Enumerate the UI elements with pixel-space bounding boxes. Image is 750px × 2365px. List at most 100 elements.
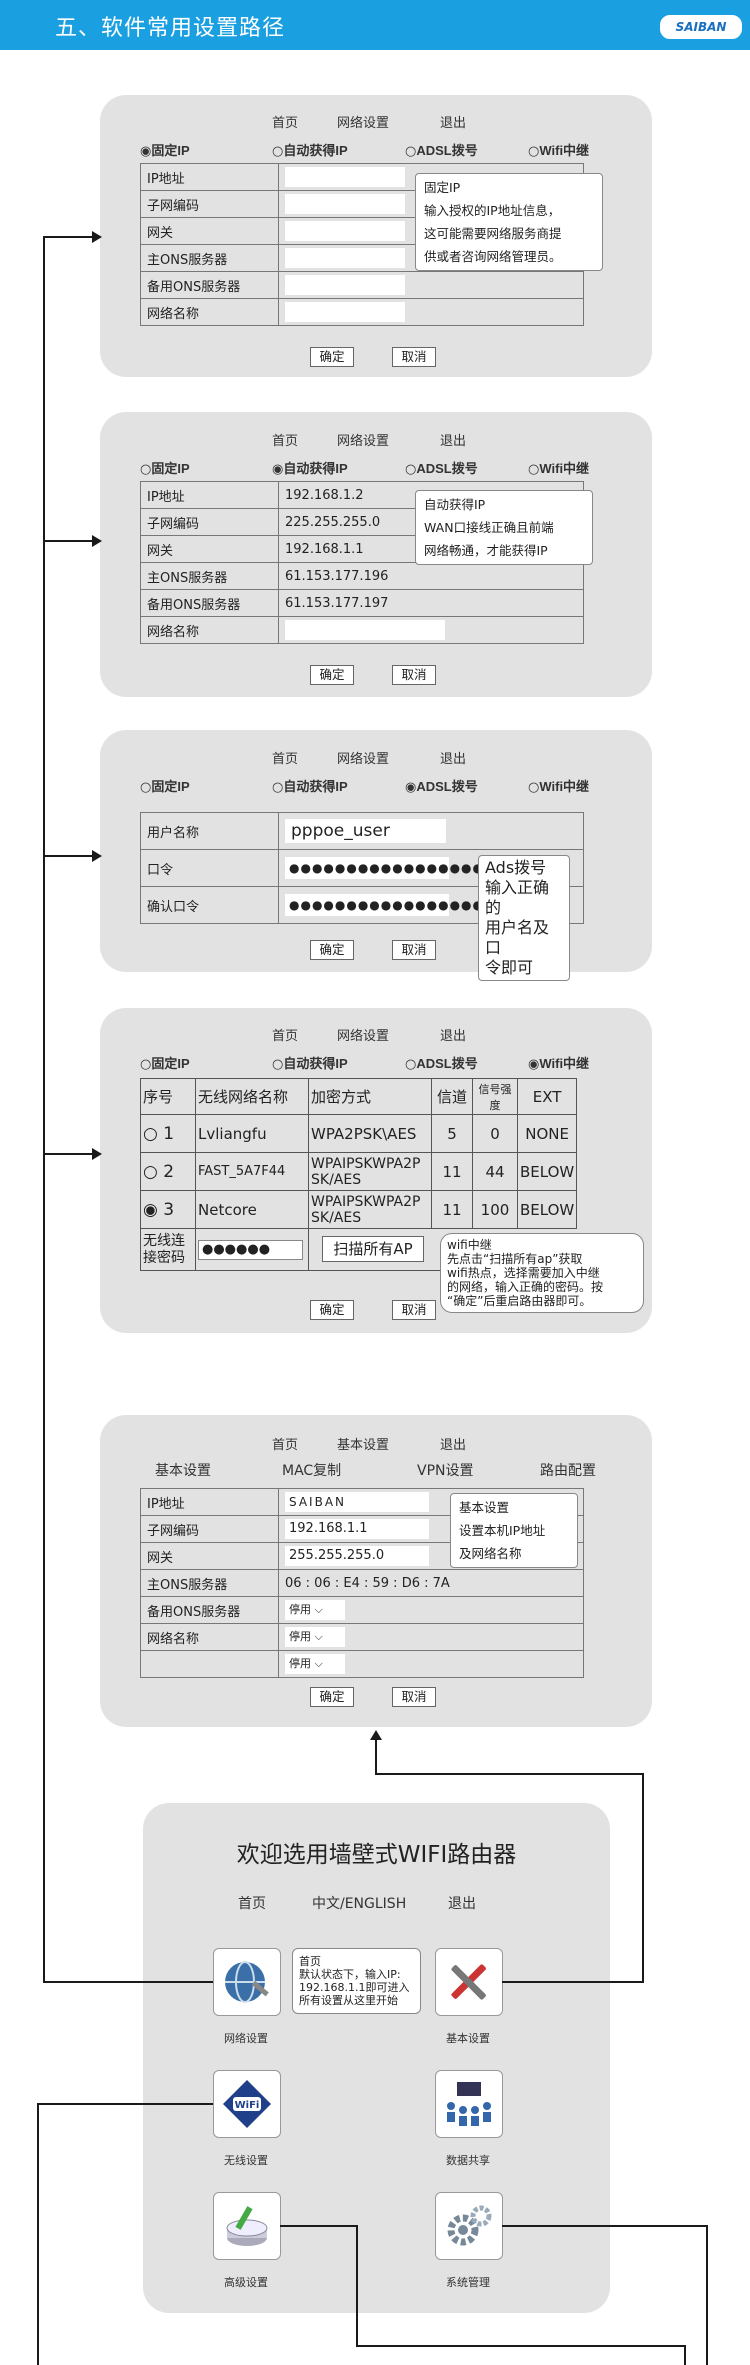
row-radio[interactable]: ○ 1: [140, 1114, 196, 1153]
radio-static[interactable]: ○固定IP: [140, 1056, 190, 1072]
gears-icon: [447, 2205, 492, 2246]
radio-static[interactable]: ○固定IP: [140, 461, 190, 477]
nav-home[interactable]: 首页: [272, 116, 299, 131]
dns1-value: 61.153.177.196: [278, 562, 584, 590]
col-encryption: 加密方式: [308, 1078, 432, 1115]
radio-static[interactable]: ◉固定IP: [140, 143, 190, 159]
wifi-password-input[interactable]: ●●●●●●: [198, 1240, 303, 1260]
label-ip: IP地址: [140, 163, 279, 191]
row-radio[interactable]: ◉ 3: [140, 1190, 196, 1229]
radio-dhcp[interactable]: ○自动获得IP: [272, 779, 348, 795]
nav-network[interactable]: 网络设置: [337, 116, 390, 131]
netname-input[interactable]: [285, 620, 445, 640]
ip-input[interactable]: [285, 167, 405, 187]
mask-input[interactable]: 192.168.1.1: [285, 1519, 429, 1539]
nav-exit[interactable]: 退出: [440, 752, 467, 767]
radio-adsl[interactable]: ○ADSL拨号: [405, 461, 478, 477]
cancel-button[interactable]: 取消: [392, 1300, 436, 1320]
data-share-label: 数据共享: [446, 2154, 490, 2167]
radio-static[interactable]: ○固定IP: [140, 779, 190, 795]
tab-basic[interactable]: 基本设置: [155, 1463, 211, 1479]
radio-adsl[interactable]: ○ADSL拨号: [405, 1056, 478, 1072]
row-ext: NONE: [516, 1114, 578, 1153]
row-ssid: FAST_5A7F44: [195, 1152, 309, 1191]
radio-dhcp[interactable]: ○自动获得IP: [272, 1056, 348, 1072]
radio-wifi[interactable]: ○Wifi中继: [528, 461, 590, 477]
label-password: 口令: [140, 849, 279, 887]
nav-network[interactable]: 网络设置: [337, 434, 390, 449]
password-input[interactable]: ●●●●●●●●●●●●●●●●●: [285, 857, 483, 879]
radio-wifi[interactable]: ○Wifi中继: [528, 779, 590, 795]
data-share-button[interactable]: [435, 2070, 503, 2138]
basic-settings-button[interactable]: [435, 1948, 503, 2016]
nav-home[interactable]: 首页: [238, 1896, 266, 1912]
ok-button[interactable]: 确定: [310, 1300, 354, 1320]
nav-network[interactable]: 网络设置: [337, 1029, 390, 1044]
disable-select[interactable]: 停用 ⌵: [285, 1627, 345, 1647]
gateway-input[interactable]: 255.255.255.0: [285, 1546, 429, 1566]
ok-button[interactable]: 确定: [310, 347, 354, 367]
tab-vpn[interactable]: VPN设置: [417, 1463, 474, 1479]
nav-exit[interactable]: 退出: [440, 1029, 467, 1044]
row-radio[interactable]: ○ 2: [140, 1152, 196, 1191]
disable-select[interactable]: 停用 ⌵: [285, 1600, 345, 1620]
wireless-settings-button[interactable]: WiFi: [213, 2070, 281, 2138]
radio-wifi[interactable]: ○Wifi中继: [528, 143, 590, 159]
dns1-input[interactable]: [285, 248, 405, 268]
ok-button[interactable]: 确定: [310, 940, 354, 960]
nav-home[interactable]: 首页: [272, 1029, 299, 1044]
basic-settings-label: 基本设置: [446, 2032, 490, 2045]
gateway-input[interactable]: [285, 221, 405, 241]
row-ext: BELOW: [516, 1190, 578, 1229]
ok-button[interactable]: 确定: [310, 1687, 354, 1707]
cancel-button[interactable]: 取消: [392, 347, 436, 367]
nav-exit[interactable]: 退出: [440, 116, 467, 131]
system-management-button[interactable]: [435, 2192, 503, 2260]
username-input[interactable]: pppoe_user: [285, 819, 446, 843]
nav-home[interactable]: 首页: [272, 752, 299, 767]
network-settings-button[interactable]: [213, 1948, 281, 2016]
advanced-settings-button[interactable]: [213, 2192, 281, 2260]
row-signal: 44: [472, 1152, 518, 1191]
dns2-input[interactable]: [285, 275, 405, 295]
nav-exit[interactable]: 退出: [440, 434, 467, 449]
label-dns2: 备用ONS服务器: [140, 271, 279, 299]
table-row[interactable]: ◉ 3 Netcore WPAIPSKWPA2PSK/AES 11 100 BE…: [140, 1190, 578, 1229]
row-encryption: WPAIPSKWPA2PSK/AES: [308, 1190, 432, 1229]
wireless-settings-label: 无线设置: [224, 2154, 268, 2167]
nav-exit[interactable]: 退出: [448, 1896, 476, 1912]
radio-wifi[interactable]: ◉Wifi中继: [528, 1056, 590, 1072]
radio-adsl[interactable]: ○ADSL拨号: [405, 143, 478, 159]
mask-input[interactable]: [285, 194, 405, 214]
cancel-button[interactable]: 取消: [392, 665, 436, 685]
netname-input[interactable]: [285, 302, 405, 322]
advanced-settings-label: 高级设置: [224, 2276, 268, 2289]
radio-dhcp[interactable]: ○自动获得IP: [272, 143, 348, 159]
scan-ap-button[interactable]: 扫描所有AP: [322, 1236, 424, 1262]
tab-routing[interactable]: 路由配置: [540, 1463, 596, 1479]
nav-home[interactable]: 首页: [272, 1438, 299, 1453]
nav-basic[interactable]: 基本设置: [337, 1438, 390, 1453]
nav-network[interactable]: 网络设置: [337, 752, 390, 767]
ip-input[interactable]: SAIBAN: [285, 1492, 429, 1512]
people-network-icon: [447, 2082, 491, 2126]
nav-home[interactable]: 首页: [272, 434, 299, 449]
nav-language[interactable]: 中文/ENGLISH: [312, 1896, 407, 1912]
table-row[interactable]: ○ 1 Lvliangfu WPA2PSK\AES 5 0 NONE: [140, 1114, 578, 1153]
cancel-button[interactable]: 取消: [392, 940, 436, 960]
confirm-password-input[interactable]: ●●●●●●●●●●●●●●●●●: [285, 894, 483, 916]
nav-exit[interactable]: 退出: [440, 1438, 467, 1453]
tab-mac-clone[interactable]: MAC复制: [282, 1463, 342, 1479]
radio-dhcp[interactable]: ◉自动获得IP: [272, 461, 348, 477]
disable-select[interactable]: 停用 ⌵: [285, 1654, 345, 1674]
ok-button[interactable]: 确定: [310, 665, 354, 685]
label-netname: 网络名称: [140, 298, 279, 326]
row-ssid: Lvliangfu: [195, 1114, 309, 1153]
cancel-button[interactable]: 取消: [392, 1687, 436, 1707]
label-dns2: 备用ONS服务器: [140, 589, 279, 617]
row-ext: BELOW: [516, 1152, 578, 1191]
radio-adsl[interactable]: ◉ADSL拨号: [405, 779, 478, 795]
label-mask: 子网编码: [140, 508, 279, 536]
table-row[interactable]: ○ 2 FAST_5A7F44 WPAIPSKWPA2PSK/AES 11 44…: [140, 1152, 578, 1191]
